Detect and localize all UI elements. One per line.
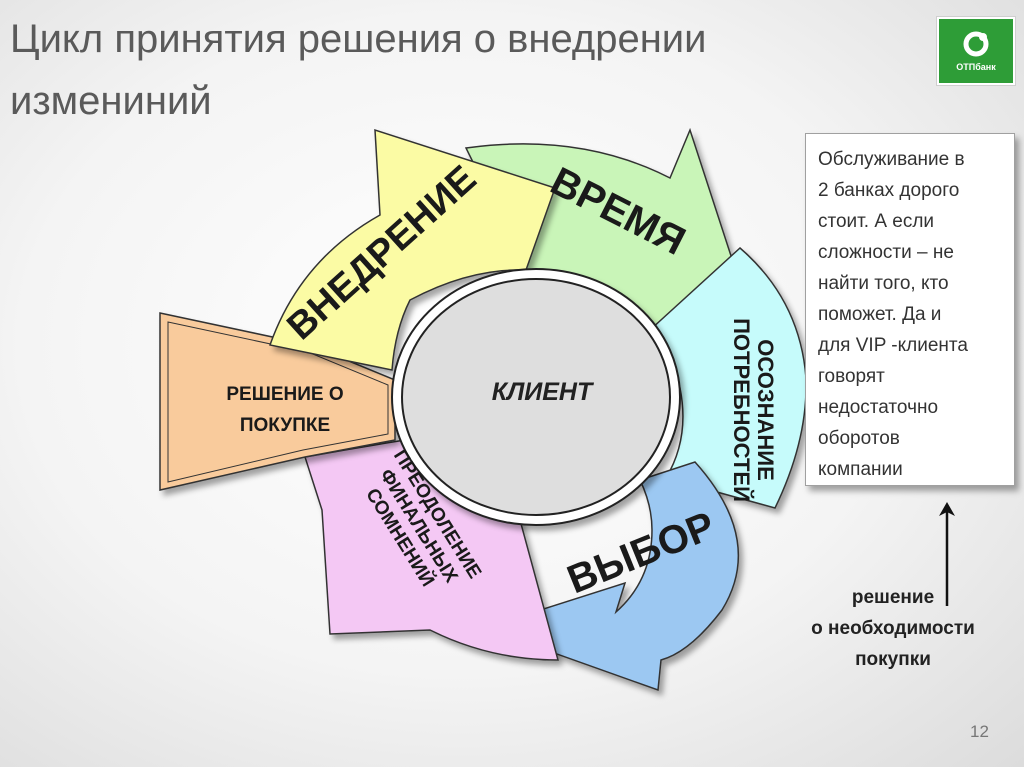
decision-label-line2: ПОКУПКЕ: [240, 415, 330, 436]
client-circle: [401, 278, 671, 516]
need-decision-label: решение о необходимости покупки: [811, 587, 975, 670]
note-box: Обслуживание в 2 банках дорого стоит. А …: [805, 133, 1015, 486]
awareness-label-line1: ОСОЗНАНИЕ: [753, 339, 778, 481]
decision-label-line1: РЕШЕНИЕ О: [226, 384, 343, 405]
awareness-label-group: ОСОЗНАНИЕ ПОТРЕБНОСТЕЙ: [729, 318, 778, 502]
logo-text: ОТПбанк: [956, 62, 996, 72]
page-number: 12: [970, 722, 989, 741]
slide-title: Цикл принятия решения о внедрении измени…: [10, 17, 707, 123]
up-arrow-icon: [939, 502, 955, 606]
otp-logo-icon: [963, 31, 989, 57]
otp-bank-logo: ОТПбанк: [937, 17, 1015, 85]
implementation-arrow: [269, 128, 556, 371]
awareness-label-line2: ПОТРЕБНОСТЕЙ: [729, 318, 754, 502]
client-label: КЛИЕНТ: [492, 378, 595, 406]
